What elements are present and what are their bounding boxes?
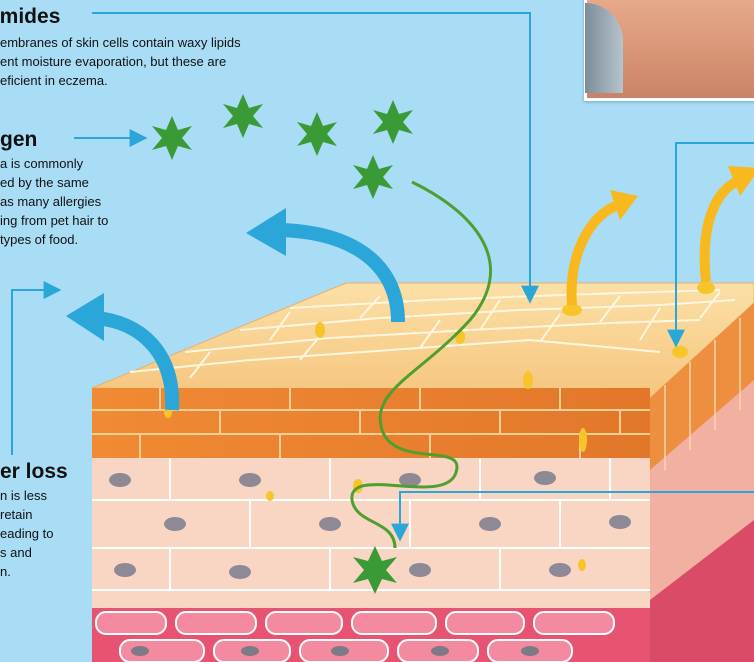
water-droplet-icon bbox=[315, 322, 325, 338]
ceramides-line: eficient in eczema. bbox=[0, 71, 241, 90]
ceramides-title: amides bbox=[0, 5, 241, 29]
allergen-description: a is commonly ed by the same as many all… bbox=[0, 154, 108, 249]
water-loss-line: eading to bbox=[0, 524, 68, 543]
epidermis-layer bbox=[92, 458, 650, 608]
water-loss-arrowhead bbox=[246, 208, 286, 256]
allergen-star-icon bbox=[373, 100, 413, 144]
water-loss-line: n. bbox=[0, 562, 68, 581]
allergen-line: ing from pet hair to bbox=[0, 211, 108, 230]
water-droplet-icon bbox=[523, 371, 533, 389]
allergen-star-icon bbox=[353, 155, 393, 199]
allergen-star-icon bbox=[152, 116, 192, 160]
allergen-label: gen a is commonly ed by the same as many… bbox=[0, 128, 108, 249]
allergen-line: as many allergies bbox=[0, 192, 108, 211]
eczema-skin-photo bbox=[584, 0, 754, 101]
allergen-star-icon bbox=[297, 112, 337, 156]
ceramides-description: embranes of skin cells contain waxy lipi… bbox=[0, 33, 241, 90]
allergen-star-icon bbox=[223, 94, 263, 138]
water-loss-label: er loss n is less retain eading to s and… bbox=[0, 460, 68, 581]
water-droplet-icon bbox=[697, 282, 715, 294]
photo-shadow bbox=[585, 3, 623, 93]
moisture-arrow bbox=[705, 180, 740, 282]
water-droplet-icon bbox=[266, 491, 274, 501]
ceramides-label: amides embranes of skin cells contain wa… bbox=[0, 5, 241, 90]
water-loss-line: s and bbox=[0, 543, 68, 562]
water-droplet-icon bbox=[562, 304, 582, 316]
allergen-line: ed by the same bbox=[0, 173, 108, 192]
allergen-line: types of food. bbox=[0, 230, 108, 249]
allergen-title: gen bbox=[0, 128, 108, 152]
water-droplet-icon bbox=[672, 346, 688, 358]
water-loss-title: er loss bbox=[0, 460, 68, 484]
water-droplet-icon bbox=[578, 559, 586, 571]
water-loss-arrowhead bbox=[66, 293, 104, 341]
ceramides-line: ent moisture evaporation, but these are bbox=[0, 52, 241, 71]
ceramides-line: embranes of skin cells contain waxy lipi… bbox=[0, 33, 241, 52]
water-loss-leader bbox=[12, 290, 58, 455]
water-loss-line: retain bbox=[0, 505, 68, 524]
water-droplet-icon bbox=[579, 428, 587, 452]
allergen-line: a is commonly bbox=[0, 154, 108, 173]
skin-block bbox=[92, 283, 754, 662]
water-loss-line: n is less bbox=[0, 486, 68, 505]
water-loss-description: n is less retain eading to s and n. bbox=[0, 486, 68, 581]
